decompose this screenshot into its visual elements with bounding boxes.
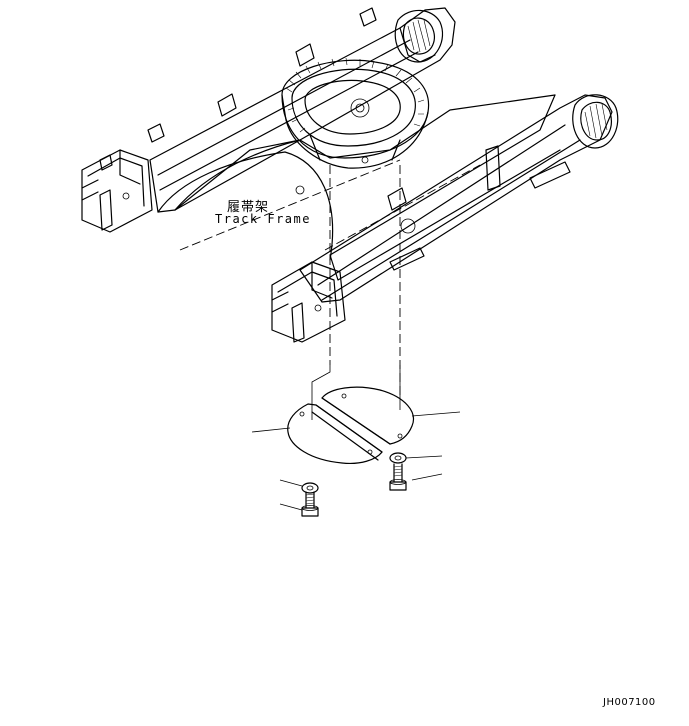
- bolt-right: [389, 463, 407, 491]
- washer-right: [389, 452, 407, 464]
- part-label-english: Track Frame: [215, 212, 311, 226]
- part-label-chinese: 履帯架: [227, 200, 270, 215]
- cover-plate-right: [321, 386, 414, 445]
- drawing-code: JH007100: [603, 697, 656, 708]
- cover-plate-left: [287, 403, 383, 465]
- track-frame: [81, 7, 619, 395]
- washer-left: [301, 482, 319, 494]
- bolt-left: [301, 491, 319, 517]
